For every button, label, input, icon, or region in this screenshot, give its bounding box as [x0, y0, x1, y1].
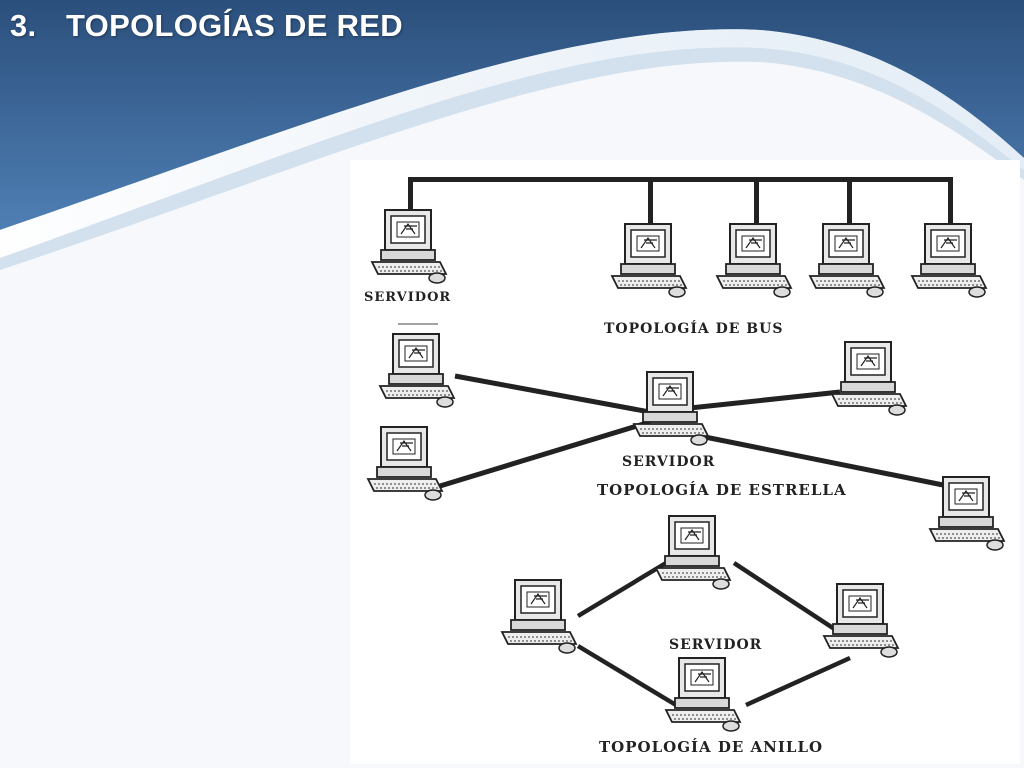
star-server-label: SERVIDOR — [622, 454, 715, 470]
bus-computer-icon — [911, 223, 987, 298]
bus-drop-line — [754, 177, 759, 225]
ring-server-computer-icon — [665, 657, 741, 732]
ring-computer-icon — [823, 583, 899, 658]
ring-link-line — [732, 561, 838, 632]
ring-link-line — [576, 561, 668, 618]
bus-drop-line — [847, 177, 852, 225]
bus-drop-line — [948, 177, 953, 225]
slide-title: 3. TOPOLOGÍAS DE RED — [10, 8, 403, 44]
star-computer-icon — [929, 476, 1005, 551]
bus-backbone-line — [408, 177, 952, 182]
bus-server-computer-icon — [371, 209, 447, 284]
star-computer-icon — [831, 341, 907, 416]
star-link-line — [454, 373, 667, 418]
star-link-line — [439, 419, 651, 489]
bus-drop-line — [648, 177, 653, 225]
slide-number: 3. — [10, 8, 37, 43]
bus-computer-icon — [716, 223, 792, 298]
bus-computer-icon — [611, 223, 687, 298]
star-caption: TOPOLOGÍA DE ESTRELLA — [597, 481, 847, 499]
star-computer-icon — [367, 426, 443, 501]
network-topologies-diagram: SERVIDOR TOPOLOGÍA DE BUS SERVIDOR TOPOL… — [350, 160, 1020, 764]
star-computer-icon — [379, 333, 455, 408]
star-topology: SERVIDOR TOPOLOGÍA DE ESTRELLA — [367, 323, 1005, 551]
bus-drop-line — [408, 177, 413, 215]
ring-topology: SERVIDOR TOPOLOGÍA DE ANILLO — [501, 515, 899, 756]
star-link-line — [699, 433, 949, 489]
ring-server-label: SERVIDOR — [669, 637, 762, 653]
star-link-line — [689, 389, 841, 411]
ring-computer-icon — [655, 515, 731, 590]
bus-caption: TOPOLOGÍA DE BUS — [604, 319, 783, 337]
ring-link-line — [576, 644, 678, 707]
bus-server-label: SERVIDOR — [364, 290, 451, 305]
ring-computer-icon — [501, 579, 577, 654]
topology-diagram-canvas: SERVIDOR TOPOLOGÍA DE BUS SERVIDOR TOPOL… — [364, 177, 1005, 756]
slide-title-text: TOPOLOGÍAS DE RED — [66, 8, 403, 43]
ring-link-line — [745, 655, 851, 708]
bus-topology: SERVIDOR TOPOLOGÍA DE BUS — [364, 177, 987, 337]
ring-caption: TOPOLOGÍA DE ANILLO — [599, 738, 823, 756]
bus-computer-icon — [809, 223, 885, 298]
